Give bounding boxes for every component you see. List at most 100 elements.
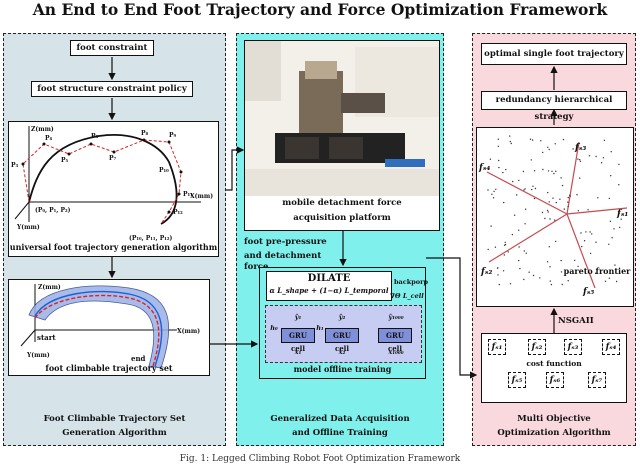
point-label-p4: P₄ xyxy=(45,135,53,142)
model-training-label: model offline training xyxy=(293,364,392,374)
pareto-point xyxy=(519,267,521,270)
pareto-point xyxy=(561,283,563,286)
structure-policy-box: foot structure constraint policy xyxy=(31,81,193,97)
pareto-point xyxy=(489,158,492,160)
label-h0: h₀ xyxy=(270,324,278,332)
climbable-set-box: Z(mm) X(mm) Y(mm) start end foot climbab… xyxy=(8,279,210,376)
point-label-p8: P₈ xyxy=(141,130,149,137)
pareto-point xyxy=(574,259,576,262)
pareto-point xyxy=(585,231,587,233)
pareto-point xyxy=(496,267,499,269)
pareto-point xyxy=(509,283,512,285)
pareto-point xyxy=(579,160,582,162)
axis-fs1 xyxy=(566,207,628,215)
pareto-point xyxy=(533,170,536,172)
pareto-point xyxy=(547,191,549,194)
point-label-p9: P₉ xyxy=(169,132,177,139)
nsgaii-label: NSGAII xyxy=(558,316,594,326)
pareto-point xyxy=(579,159,581,161)
pareto-point xyxy=(494,246,497,248)
axis-label-fs3: fₛ₃ xyxy=(574,143,586,153)
pareto-point xyxy=(513,214,516,216)
pareto-point xyxy=(512,180,514,183)
cost-term-1: fₛ₁ xyxy=(488,339,506,355)
pareto-point xyxy=(559,198,561,200)
pareto-point xyxy=(544,217,546,220)
pareto-point xyxy=(531,139,534,141)
platform-photo-box: mobile detachment force acquisition plat… xyxy=(244,40,440,231)
pareto-point xyxy=(498,159,500,162)
pareto-point xyxy=(497,138,499,140)
pareto-point xyxy=(577,210,580,212)
grad-label: ∇Θ L_cell xyxy=(390,292,424,300)
pareto-point xyxy=(562,138,565,141)
climbable-set-label: foot climbable trajectory set xyxy=(45,363,173,373)
point-label-p10: P₁₀ xyxy=(159,167,169,174)
pareto-point xyxy=(555,240,557,243)
pareto-point xyxy=(533,197,536,200)
pareto-point xyxy=(547,146,549,148)
pareto-point xyxy=(529,138,532,140)
axis-label-y: Y(mm) xyxy=(16,224,40,231)
cost-term-3: fₛ₃ xyxy=(564,339,582,355)
cost-term-7: fₛ₇ xyxy=(588,372,606,388)
pareto-point xyxy=(595,155,597,158)
pareto-point xyxy=(577,158,579,160)
pareto-plot-box: fₛ₁ fₛ₂ fₛ₃ fₛ₄ fₛ₅ pareto frontier xyxy=(476,127,634,307)
pareto-point xyxy=(551,170,553,173)
trajectory-blue-curve xyxy=(34,290,163,367)
pareto-point xyxy=(548,246,550,248)
point-label-p3: P₃ xyxy=(11,162,19,169)
left-footer-line2: Generation Algorithm xyxy=(62,428,167,438)
pareto-point xyxy=(563,208,565,210)
pareto-point xyxy=(549,218,551,220)
pareto-point xyxy=(554,219,556,221)
right-footer-line1: Multi Objective xyxy=(517,414,591,424)
pareto-point xyxy=(555,201,557,204)
label-x1000: x₁₀₀₀ xyxy=(388,348,404,356)
cost-term-4: fₛ₄ xyxy=(602,339,620,355)
pareto-point xyxy=(532,185,534,187)
pareto-point xyxy=(542,168,544,171)
pareto-point xyxy=(576,194,578,196)
pareto-point xyxy=(554,143,556,145)
pareto-point xyxy=(505,168,507,171)
axis-fs2 xyxy=(488,213,568,263)
pareto-point xyxy=(552,197,554,199)
pareto-point xyxy=(618,212,621,214)
trajectory-curve xyxy=(28,134,178,225)
pareto-point xyxy=(498,283,500,286)
pareto-point xyxy=(610,175,612,177)
pareto-point xyxy=(548,148,550,151)
right-footer-line2: Optimization Algorithm xyxy=(497,428,611,438)
arrow-middle-to-right xyxy=(426,257,478,379)
pareto-point xyxy=(567,196,569,199)
pareto-point xyxy=(522,170,525,173)
pareto-point xyxy=(491,193,493,195)
pareto-point xyxy=(567,280,569,282)
axis-label-fs1: fₛ₁ xyxy=(616,209,628,219)
pareto-point xyxy=(547,211,549,213)
pareto-point xyxy=(615,280,618,283)
pareto-point xyxy=(581,245,583,248)
pareto-point xyxy=(580,232,582,234)
pareto-point xyxy=(539,277,541,279)
dilate-box: DILATE α L_shape + (1−α) L_temporal xyxy=(266,271,392,301)
pareto-point xyxy=(534,187,537,190)
pareto-point xyxy=(487,189,489,191)
pareto-point xyxy=(609,220,612,222)
pareto-point xyxy=(497,145,500,147)
pareto-point xyxy=(530,159,532,161)
pareto-point xyxy=(540,140,542,142)
pareto-point xyxy=(569,194,571,196)
pareto-point xyxy=(516,194,518,196)
pareto-point xyxy=(561,184,564,187)
pre-pressure-line2: and detachment force xyxy=(244,251,322,272)
cost-function-label: cost function xyxy=(526,359,582,368)
pareto-point xyxy=(502,270,505,272)
dilate-label: DILATE xyxy=(307,273,351,284)
axis-label-fs4: fₛ₄ xyxy=(478,163,490,173)
platform-photo xyxy=(245,41,439,196)
pareto-point xyxy=(577,146,579,149)
